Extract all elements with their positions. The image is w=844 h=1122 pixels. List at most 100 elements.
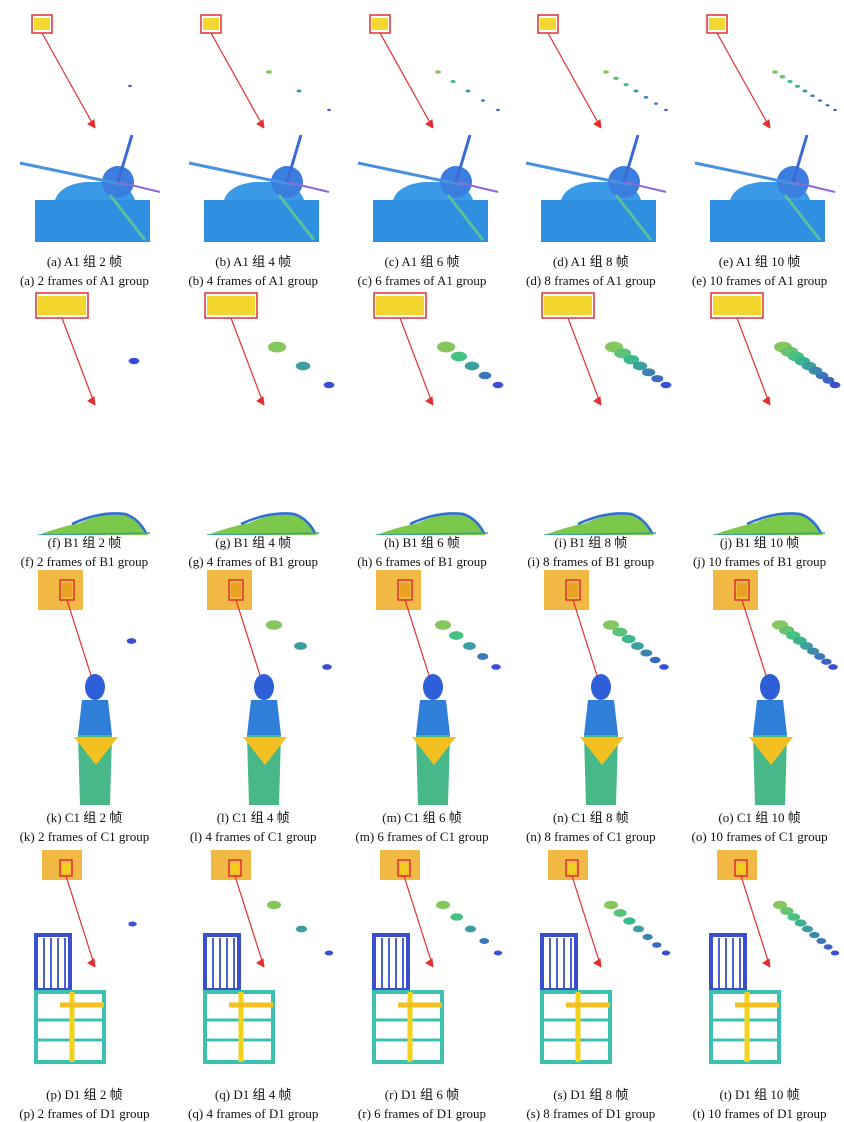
tower-base [203, 200, 319, 242]
caption-chinese: (p) D1 组 2 帧 [46, 1087, 123, 1102]
subfigure-panel: (l) C1 组 4 帧(l) 4 frames of C1 group [169, 565, 338, 845]
frame-cluster-7 [807, 647, 820, 655]
point-cloud-image [357, 14, 500, 242]
frame-cluster-6 [490, 664, 501, 670]
frame-cluster-2 [435, 900, 450, 910]
frame-cluster-4 [787, 79, 793, 84]
subfigure-panel: (f) B1 组 2 帧(f) 2 frames of B1 group [0, 290, 169, 569]
frame-cluster-5 [633, 925, 645, 933]
frame-cluster-5 [794, 919, 807, 927]
person-torso [584, 700, 619, 735]
tower-arm [188, 161, 295, 187]
subfigure-panel: (h) B1 组 6 帧(h) 6 frames of B1 group [338, 290, 507, 569]
caption-chinese: (q) D1 组 4 帧 [214, 1087, 292, 1102]
zoomed-object [357, 134, 498, 242]
zoomed-object [580, 674, 625, 805]
tower-base [541, 200, 657, 242]
frame-cluster-2 [436, 341, 455, 353]
figure-row-A1: (a) A1 组 2 帧(a) 2 frames of A1 group(b) … [0, 0, 844, 290]
frame-cluster-3 [614, 909, 628, 917]
tower-arm [791, 134, 809, 183]
point-cloud-image [204, 292, 335, 535]
frame-cluster-5 [480, 99, 485, 102]
subfigure-panel: (t) D1 组 10 帧(t) 10 frames of D1 group [675, 845, 844, 1121]
car-beltline [37, 532, 151, 535]
caption-chinese: (d) A1 组 8 帧 [552, 254, 629, 269]
zoom-arrow [399, 317, 434, 406]
frame-cluster-3 [449, 79, 456, 84]
car-body [206, 514, 317, 535]
car-body [713, 514, 824, 535]
person-point-cloud [749, 674, 794, 805]
tower-arm [19, 161, 126, 187]
point-cloud-image [713, 570, 838, 805]
car-point-cloud [713, 512, 826, 535]
frame-cluster-6 [493, 950, 502, 956]
zoomed-object [540, 933, 613, 1064]
zoom-arrow [41, 32, 96, 129]
caption-chinese: (c) A1 组 6 帧 [384, 254, 460, 269]
caption-chinese: (n) C1 组 8 帧 [552, 810, 629, 825]
caption-english: (h) 6 frames of B1 group [357, 554, 487, 569]
person-torso [415, 700, 450, 735]
frame-cluster-10 [829, 381, 841, 389]
frame-cluster-9 [822, 376, 835, 384]
tower-arm [117, 181, 161, 193]
frame-cluster-5 [478, 938, 489, 944]
frame-cluster-3 [450, 351, 467, 362]
caption-chinese: (e) A1 组 10 帧 [718, 254, 801, 269]
car-beltline [544, 532, 657, 535]
arrow-head-icon [87, 958, 96, 968]
frame-cluster-4 [464, 361, 479, 371]
frame-cluster-4 [465, 89, 470, 93]
tower-point-cloud [188, 134, 330, 242]
person-torso [246, 700, 281, 735]
frame-cluster-1 [62, 863, 70, 873]
frame-cluster-5 [633, 361, 648, 371]
zoom-arrow [571, 875, 602, 968]
frame-cluster-3 [295, 925, 307, 933]
caption-chinese: (j) B1 组 10 帧 [719, 535, 800, 550]
tower-base [710, 200, 826, 242]
arrow-head-icon [255, 119, 265, 129]
arrow-head-icon [87, 119, 96, 129]
zoomed-object [375, 512, 488, 535]
frame-cluster-3 [612, 627, 628, 637]
caption-english: (m) 6 frames of C1 group [355, 829, 489, 844]
frame-cluster-2 [772, 70, 779, 74]
frame-cluster-1 [38, 296, 86, 315]
person-head [253, 674, 274, 700]
figure-row-B1: (f) B1 组 2 帧(f) 2 frames of B1 group(g) … [0, 290, 844, 569]
point-cloud-image [19, 14, 161, 242]
frame-cluster-2 [603, 70, 610, 74]
car-body [544, 514, 655, 535]
tower-arm [622, 134, 640, 183]
subfigure-panel: (i) B1 组 8 帧(i) 8 frames of B1 group [506, 290, 675, 569]
frame-cluster-4 [464, 925, 476, 933]
caption-english: (o) 10 frames of C1 group [691, 829, 828, 844]
point-cloud-image [371, 850, 502, 1064]
subfigure-panel: (e) A1 组 10 帧(e) 10 frames of A1 group [675, 0, 844, 290]
car-roof [577, 512, 654, 534]
tower-arm [116, 134, 134, 183]
caption-english: (a) 2 frames of A1 group [19, 273, 149, 288]
car-roof [71, 512, 148, 534]
tower-arm [446, 194, 484, 241]
subfigure-panel: (n) C1 组 8 帧(n) 8 frames of C1 group [506, 565, 675, 845]
frame-cluster-6 [492, 381, 503, 389]
person-point-cloud [74, 674, 118, 805]
frame-cluster-3 [448, 631, 464, 640]
frame-cluster-8 [664, 108, 669, 112]
frame-cluster-7 [650, 656, 661, 664]
tower-arm [108, 194, 147, 241]
subfigure-panel: (d) A1 组 8 帧(d) 8 frames of A1 group [506, 0, 675, 290]
car-roof [746, 512, 823, 534]
person-point-cloud [411, 674, 456, 805]
point-cloud-image [709, 850, 840, 1064]
person-head [591, 674, 612, 700]
frame-cluster-1 [568, 863, 577, 873]
frame-cluster-10 [830, 950, 840, 956]
arrow-head-icon [87, 396, 96, 406]
frame-cluster-8 [814, 653, 826, 660]
